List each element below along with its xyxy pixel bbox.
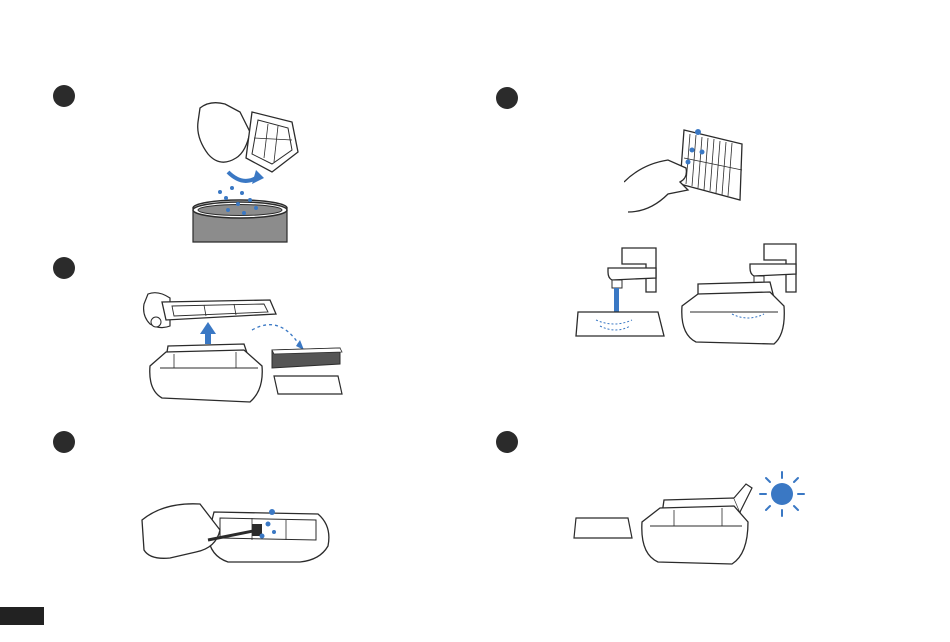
step-2-bullet xyxy=(53,257,75,279)
step-5-bullet xyxy=(496,431,518,453)
step-3-bullet xyxy=(53,431,75,453)
step-4-bullet xyxy=(496,87,518,109)
rinse-illustration xyxy=(574,242,806,346)
tap-filter-illustration xyxy=(624,124,748,216)
sun-icon xyxy=(758,470,806,518)
empty-dustbin-illustration xyxy=(180,98,310,244)
page-marker-bar xyxy=(0,607,44,625)
brush-dustbin-illustration xyxy=(140,500,336,572)
step-1-bullet xyxy=(53,85,75,107)
remove-filter-illustration xyxy=(140,290,350,406)
